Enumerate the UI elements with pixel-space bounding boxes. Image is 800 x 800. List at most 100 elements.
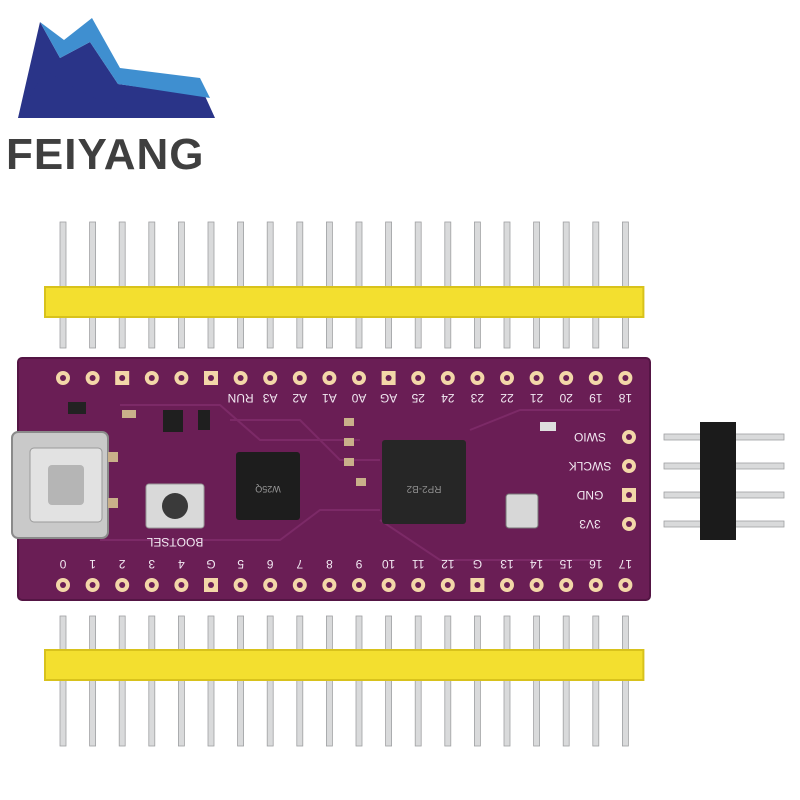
bottom-pad-row	[56, 578, 633, 592]
header-pin	[177, 221, 185, 349]
header-pin	[355, 221, 363, 349]
pin-label: 10	[382, 557, 396, 571]
pin-label: 12	[441, 557, 455, 571]
side-pin-label: 3V3	[579, 517, 601, 531]
pin-label: 11	[412, 557, 425, 571]
side-pin-label: SWIO	[574, 430, 606, 444]
header-pin	[325, 221, 333, 349]
header-pin	[562, 221, 570, 349]
pin-label: 16	[589, 557, 603, 571]
pin-label: 20	[559, 391, 573, 405]
pad-hole	[444, 375, 451, 381]
pad-hole	[444, 582, 451, 588]
pin-label: 7	[296, 557, 303, 571]
pad-hole	[415, 375, 422, 381]
side-pin-header	[663, 422, 785, 540]
top-pad-row	[56, 371, 633, 385]
pad-hole	[385, 582, 392, 588]
pin-label: 24	[441, 391, 455, 405]
pad-hole	[474, 375, 481, 381]
header-pin	[148, 221, 156, 349]
pad-hole	[178, 582, 185, 588]
pad-hole	[626, 521, 632, 527]
top-pin-header	[44, 221, 645, 349]
rp2040-chip: RP2-B2	[382, 440, 466, 524]
pad-hole	[267, 582, 274, 588]
smd-components	[68, 402, 556, 508]
pad-hole	[356, 375, 362, 381]
pad-hole	[119, 375, 126, 381]
pad-hole	[592, 375, 599, 381]
pad-hole	[208, 375, 214, 381]
header-pin	[59, 221, 67, 349]
pad-hole	[592, 582, 599, 588]
pad-hole	[296, 375, 303, 381]
pin-label: A0	[351, 391, 366, 405]
pad-hole	[89, 375, 96, 381]
pad-hole	[208, 582, 214, 588]
header-pin	[89, 221, 96, 349]
pin-label: 6	[267, 557, 274, 571]
pad-hole	[504, 582, 510, 588]
pin-label: 2	[119, 557, 126, 571]
flash-chip: W25Q	[236, 452, 300, 520]
header-pin	[296, 221, 304, 349]
pad-hole	[504, 375, 510, 381]
pad-hole	[60, 582, 66, 588]
pin-label: 17	[618, 557, 632, 571]
pad-hole	[415, 582, 422, 588]
side-pin-label: SWCLK	[569, 459, 612, 473]
pad-hole	[626, 463, 632, 469]
header-pin	[266, 221, 274, 349]
pad-hole	[237, 582, 244, 588]
header-pin	[118, 221, 126, 349]
header-pin	[414, 221, 422, 349]
bootsel-label: BOOTSEL	[146, 535, 203, 549]
pin-label: 13	[500, 557, 514, 571]
pin-label: 9	[355, 557, 362, 571]
pin-label: A3	[263, 391, 278, 405]
pin-label: 21	[530, 391, 544, 405]
side-pad-column	[622, 430, 636, 531]
pad-hole	[533, 582, 540, 588]
pin-label: 22	[500, 391, 514, 405]
header-plastic	[44, 286, 645, 318]
header-pin	[444, 221, 452, 349]
pin-label: 23	[470, 391, 484, 405]
pad-hole	[89, 582, 96, 588]
pad-hole	[148, 582, 155, 588]
pin-label: 4	[178, 557, 185, 571]
usb-c-connector	[11, 431, 109, 539]
pad-hole	[622, 375, 629, 381]
brand-name: FEIYANG	[6, 130, 205, 179]
side-header-plastic	[700, 422, 736, 540]
pin-label: 5	[237, 557, 244, 571]
pad-hole	[178, 375, 185, 381]
pad-hole	[148, 375, 155, 381]
pad-hole	[474, 582, 481, 588]
pad-hole	[237, 375, 244, 381]
header-pin	[592, 221, 600, 349]
header-pin	[533, 221, 540, 349]
pin-label: 8	[326, 557, 333, 571]
bottom-pin-header	[44, 615, 645, 747]
pin-label: RUN	[228, 391, 254, 405]
pin-label: A1	[322, 391, 337, 405]
pin-label: 18	[618, 391, 632, 405]
header-pin	[503, 221, 511, 349]
header-pin	[207, 221, 215, 349]
pad-hole	[385, 375, 392, 381]
header-plastic	[44, 649, 645, 681]
pin-label: 3	[148, 557, 155, 571]
mcu-marking: RP2-B2	[406, 483, 441, 494]
bootsel-button	[145, 483, 205, 529]
pad-hole	[626, 492, 632, 498]
header-pin	[237, 221, 245, 349]
pin-label: 1	[89, 557, 96, 571]
pin-label: G	[473, 557, 482, 571]
pin-label: G	[206, 557, 215, 571]
header-pin	[622, 221, 629, 349]
